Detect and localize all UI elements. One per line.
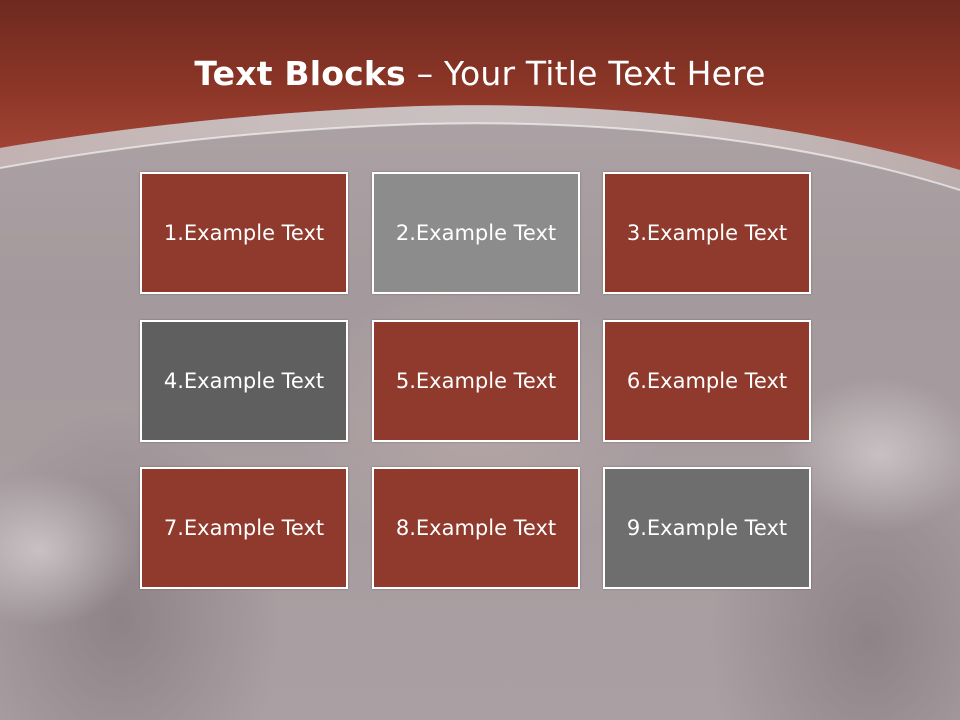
slide-title-rest: – Your Title Text Here (405, 54, 766, 93)
text-block-1[interactable]: 1.Example Text (140, 172, 348, 294)
text-block-label: 9.Example Text (626, 516, 788, 540)
text-block-3[interactable]: 3.Example Text (603, 172, 811, 294)
header-wave-shape (0, 0, 960, 191)
text-block-label: 3.Example Text (626, 221, 788, 245)
text-block-4[interactable]: 4.Example Text (140, 320, 348, 442)
text-block-5[interactable]: 5.Example Text (372, 320, 580, 442)
text-block-label: 4.Example Text (163, 369, 325, 393)
text-block-2[interactable]: 2.Example Text (372, 172, 580, 294)
slide-title: Text Blocks – Your Title Text Here (0, 52, 960, 96)
text-block-label: 1.Example Text (163, 221, 325, 245)
text-block-9[interactable]: 9.Example Text (603, 467, 811, 589)
slide-title-bold: Text Blocks (194, 54, 406, 93)
text-block-label: 6.Example Text (626, 369, 788, 393)
header-banner (0, 0, 960, 200)
text-block-7[interactable]: 7.Example Text (140, 467, 348, 589)
text-block-8[interactable]: 8.Example Text (372, 467, 580, 589)
text-block-label: 7.Example Text (163, 516, 325, 540)
text-block-label: 2.Example Text (395, 221, 557, 245)
text-block-label: 5.Example Text (395, 369, 557, 393)
text-block-6[interactable]: 6.Example Text (603, 320, 811, 442)
text-block-label: 8.Example Text (395, 516, 557, 540)
